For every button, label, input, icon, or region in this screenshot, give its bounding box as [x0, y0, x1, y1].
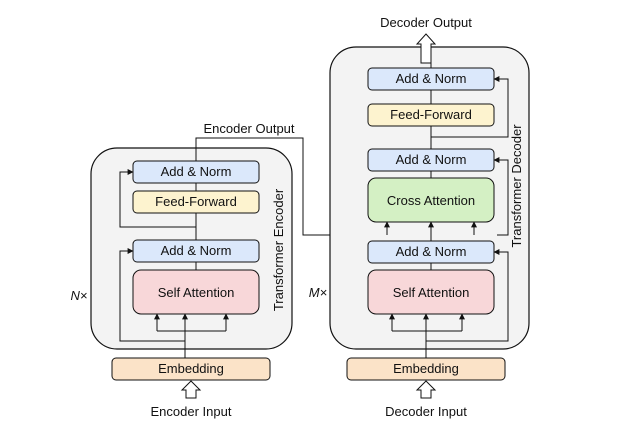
encoder-repeat-label: N× [71, 288, 88, 303]
decoder-add-norm-bottom-label: Add & Norm [396, 244, 467, 259]
decoder-add-norm-middle-label: Add & Norm [396, 152, 467, 167]
decoder-input-label: Decoder Input [385, 404, 467, 419]
decoder-embedding-box [346, 357, 506, 381]
decoder-add-norm-top-label: Add & Norm [396, 71, 467, 86]
decoder-repeat-label: M× [309, 285, 327, 300]
encoder-input-arrow-icon [180, 380, 202, 399]
encoder-add-norm-top-label: Add & Norm [161, 164, 232, 179]
decoder-side-label: Transformer Decoder [509, 124, 524, 248]
encoder-feed-forward-label: Feed-Forward [155, 194, 237, 209]
encoder-embedding-label: Embedding [158, 361, 224, 376]
encoder-input-label: Encoder Input [151, 404, 232, 419]
decoder-feed-forward-label: Feed-Forward [390, 107, 472, 122]
encoder-output-label: Encoder Output [203, 121, 294, 136]
encoder-add-norm-bottom-label: Add & Norm [161, 243, 232, 258]
encoder-side-label: Transformer Encoder [271, 188, 286, 311]
decoder-output-arrow-icon [415, 33, 437, 64]
decoder-output-label: Decoder Output [380, 15, 472, 30]
encoder-self-attention-label: Self Attention [158, 285, 235, 300]
decoder-connectors [384, 56, 509, 358]
decoder-input-arrow-icon [415, 380, 437, 399]
encoder-embedding-box [111, 357, 271, 381]
decoder-self-attention-label: Self Attention [393, 285, 470, 300]
decoder-cross-attention-label: Cross Attention [387, 193, 475, 208]
decoder-embedding-label: Embedding [393, 361, 459, 376]
